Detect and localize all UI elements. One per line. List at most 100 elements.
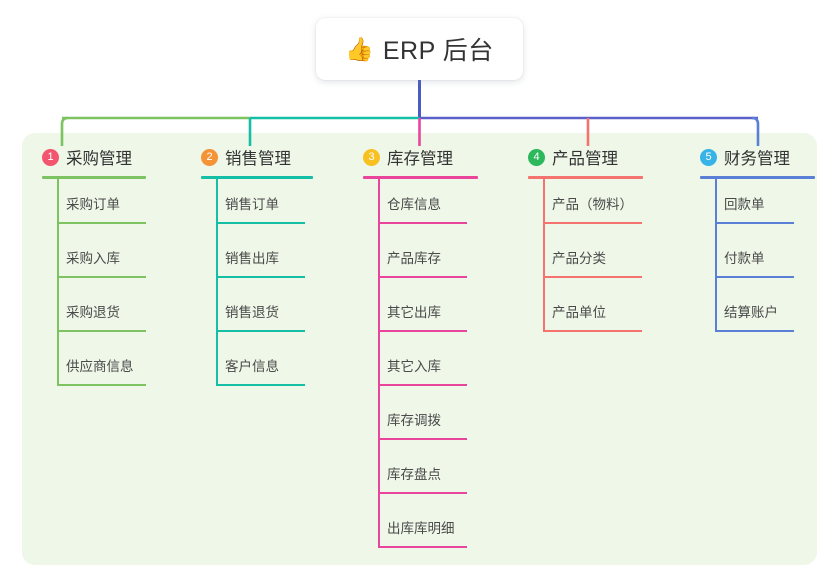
branch-item[interactable]: 付款单 bbox=[700, 233, 815, 287]
branch-item-label: 销售订单 bbox=[225, 196, 279, 212]
branch-item[interactable]: 产品单位 bbox=[528, 287, 643, 341]
branch-header-underline-2 bbox=[201, 176, 313, 179]
branch-header-1[interactable]: 1 采购管理 bbox=[42, 146, 146, 168]
branch-column-1: 1 采购管理采购订单采购入库采购退货供应商信息 bbox=[42, 146, 146, 395]
branch-title-2: 销售管理 bbox=[225, 150, 291, 168]
branch-item[interactable]: 回款单 bbox=[700, 179, 815, 233]
branch-item-underline bbox=[379, 384, 467, 386]
branch-column-5: 5 财务管理回款单付款单结算账户 bbox=[700, 146, 815, 341]
branch-item[interactable]: 仓库信息 bbox=[363, 179, 478, 233]
branch-badge-2: 2 bbox=[201, 148, 218, 166]
branch-item-list-4: 产品（物料） 产品分类产品单位 bbox=[528, 178, 643, 341]
branch-item-underline bbox=[217, 222, 305, 224]
branch-spine-3 bbox=[378, 178, 380, 548]
branch-title-1: 采购管理 bbox=[66, 150, 132, 168]
branch-item[interactable]: 销售出库 bbox=[201, 233, 313, 287]
branch-item-underline bbox=[217, 330, 305, 332]
branch-item-label: 产品单位 bbox=[552, 304, 606, 320]
branch-item[interactable]: 库存调拨 bbox=[363, 395, 478, 449]
branch-item[interactable]: 库存盘点 bbox=[363, 449, 478, 503]
branch-item-label: 采购退货 bbox=[66, 304, 120, 320]
branch-item[interactable]: 客户信息 bbox=[201, 341, 313, 395]
branch-item-label: 付款单 bbox=[724, 250, 765, 266]
branch-item[interactable]: 供应商信息 bbox=[42, 341, 146, 395]
branch-item-underline bbox=[379, 492, 467, 494]
branch-item[interactable]: 产品库存 bbox=[363, 233, 478, 287]
branch-item-label: 供应商信息 bbox=[66, 358, 134, 374]
branch-item-list-3: 仓库信息产品库存其它出库其它入库库存调拨库存盘点出库库明细 bbox=[363, 178, 478, 557]
branch-spine-1 bbox=[57, 178, 59, 386]
branch-item[interactable]: 其它出库 bbox=[363, 287, 478, 341]
branch-item-label: 库存盘点 bbox=[387, 466, 441, 482]
branch-item-list-1: 采购订单采购入库采购退货供应商信息 bbox=[42, 178, 146, 395]
branch-item[interactable]: 销售退货 bbox=[201, 287, 313, 341]
branch-item-label: 结算账户 bbox=[724, 304, 778, 320]
branch-item[interactable]: 结算账户 bbox=[700, 287, 815, 341]
branch-item-underline bbox=[217, 276, 305, 278]
branch-item-label: 销售退货 bbox=[225, 304, 279, 320]
branch-column-2: 2 销售管理销售订单销售出库销售退货客户信息 bbox=[201, 146, 313, 395]
branch-item[interactable]: 产品（物料） bbox=[528, 179, 643, 233]
branch-item[interactable]: 出库库明细 bbox=[363, 503, 478, 557]
branch-item-label: 库存调拨 bbox=[387, 412, 441, 428]
branch-item[interactable]: 其它入库 bbox=[363, 341, 478, 395]
branch-item-underline bbox=[544, 276, 642, 278]
branch-item[interactable]: 采购退货 bbox=[42, 287, 146, 341]
branch-item-label: 采购订单 bbox=[66, 196, 120, 212]
branch-item-underline bbox=[58, 276, 146, 278]
branch-item-label: 仓库信息 bbox=[387, 196, 441, 212]
branch-header-5[interactable]: 5 财务管理 bbox=[700, 146, 815, 168]
branch-column-4: 4 产品管理产品（物料） 产品分类产品单位 bbox=[528, 146, 643, 341]
branch-badge-3: 3 bbox=[363, 148, 380, 166]
branch-item-label: 产品库存 bbox=[387, 250, 441, 266]
branch-header-underline-3 bbox=[363, 176, 478, 179]
branch-item[interactable]: 产品分类 bbox=[528, 233, 643, 287]
branch-item-underline bbox=[58, 330, 146, 332]
branch-item-underline bbox=[544, 222, 642, 224]
branch-item-label: 其它出库 bbox=[387, 304, 441, 320]
branch-header-underline-5 bbox=[700, 176, 815, 179]
branch-item-underline bbox=[379, 546, 467, 548]
branch-item-underline bbox=[379, 276, 467, 278]
branch-item[interactable]: 销售订单 bbox=[201, 179, 313, 233]
branch-spine-5 bbox=[715, 178, 717, 332]
root-node-erp-backend[interactable]: 👍 ERP 后台 bbox=[316, 18, 523, 80]
branch-title-4: 产品管理 bbox=[552, 150, 618, 168]
branch-item-underline bbox=[716, 276, 794, 278]
thumbs-up-icon: 👍 bbox=[345, 35, 374, 62]
branch-badge-1: 1 bbox=[42, 148, 59, 166]
branch-header-2[interactable]: 2 销售管理 bbox=[201, 146, 313, 168]
branch-item-list-2: 销售订单销售出库销售退货客户信息 bbox=[201, 178, 313, 395]
branch-item-label: 回款单 bbox=[724, 196, 765, 212]
branch-badge-5: 5 bbox=[700, 148, 717, 166]
branch-spine-2 bbox=[216, 178, 218, 386]
branch-spine-4 bbox=[543, 178, 545, 332]
branch-header-4[interactable]: 4 产品管理 bbox=[528, 146, 643, 168]
branch-item-underline bbox=[716, 222, 794, 224]
branch-item-underline bbox=[716, 330, 794, 332]
branch-item-label: 销售出库 bbox=[225, 250, 279, 266]
branch-item-label: 其它入库 bbox=[387, 358, 441, 374]
branch-item-underline bbox=[58, 222, 146, 224]
branch-header-underline-1 bbox=[42, 176, 146, 179]
branch-item-label: 采购入库 bbox=[66, 250, 120, 266]
branch-item-label: 产品（物料） bbox=[552, 196, 633, 212]
branch-item-underline bbox=[379, 330, 467, 332]
branch-item-label: 客户信息 bbox=[225, 358, 279, 374]
root-node-title: ERP 后台 bbox=[382, 37, 494, 65]
branch-header-underline-4 bbox=[528, 176, 643, 179]
branch-item-underline bbox=[379, 222, 467, 224]
branch-item-underline bbox=[379, 438, 467, 440]
branch-title-5: 财务管理 bbox=[724, 150, 790, 168]
branch-item[interactable]: 采购入库 bbox=[42, 233, 146, 287]
branch-item-list-5: 回款单付款单结算账户 bbox=[700, 178, 815, 341]
branch-item-label: 出库库明细 bbox=[387, 520, 455, 536]
branch-item-label: 产品分类 bbox=[552, 250, 606, 266]
branch-badge-4: 4 bbox=[528, 148, 545, 166]
branch-item-underline bbox=[544, 330, 642, 332]
branch-item[interactable]: 采购订单 bbox=[42, 179, 146, 233]
